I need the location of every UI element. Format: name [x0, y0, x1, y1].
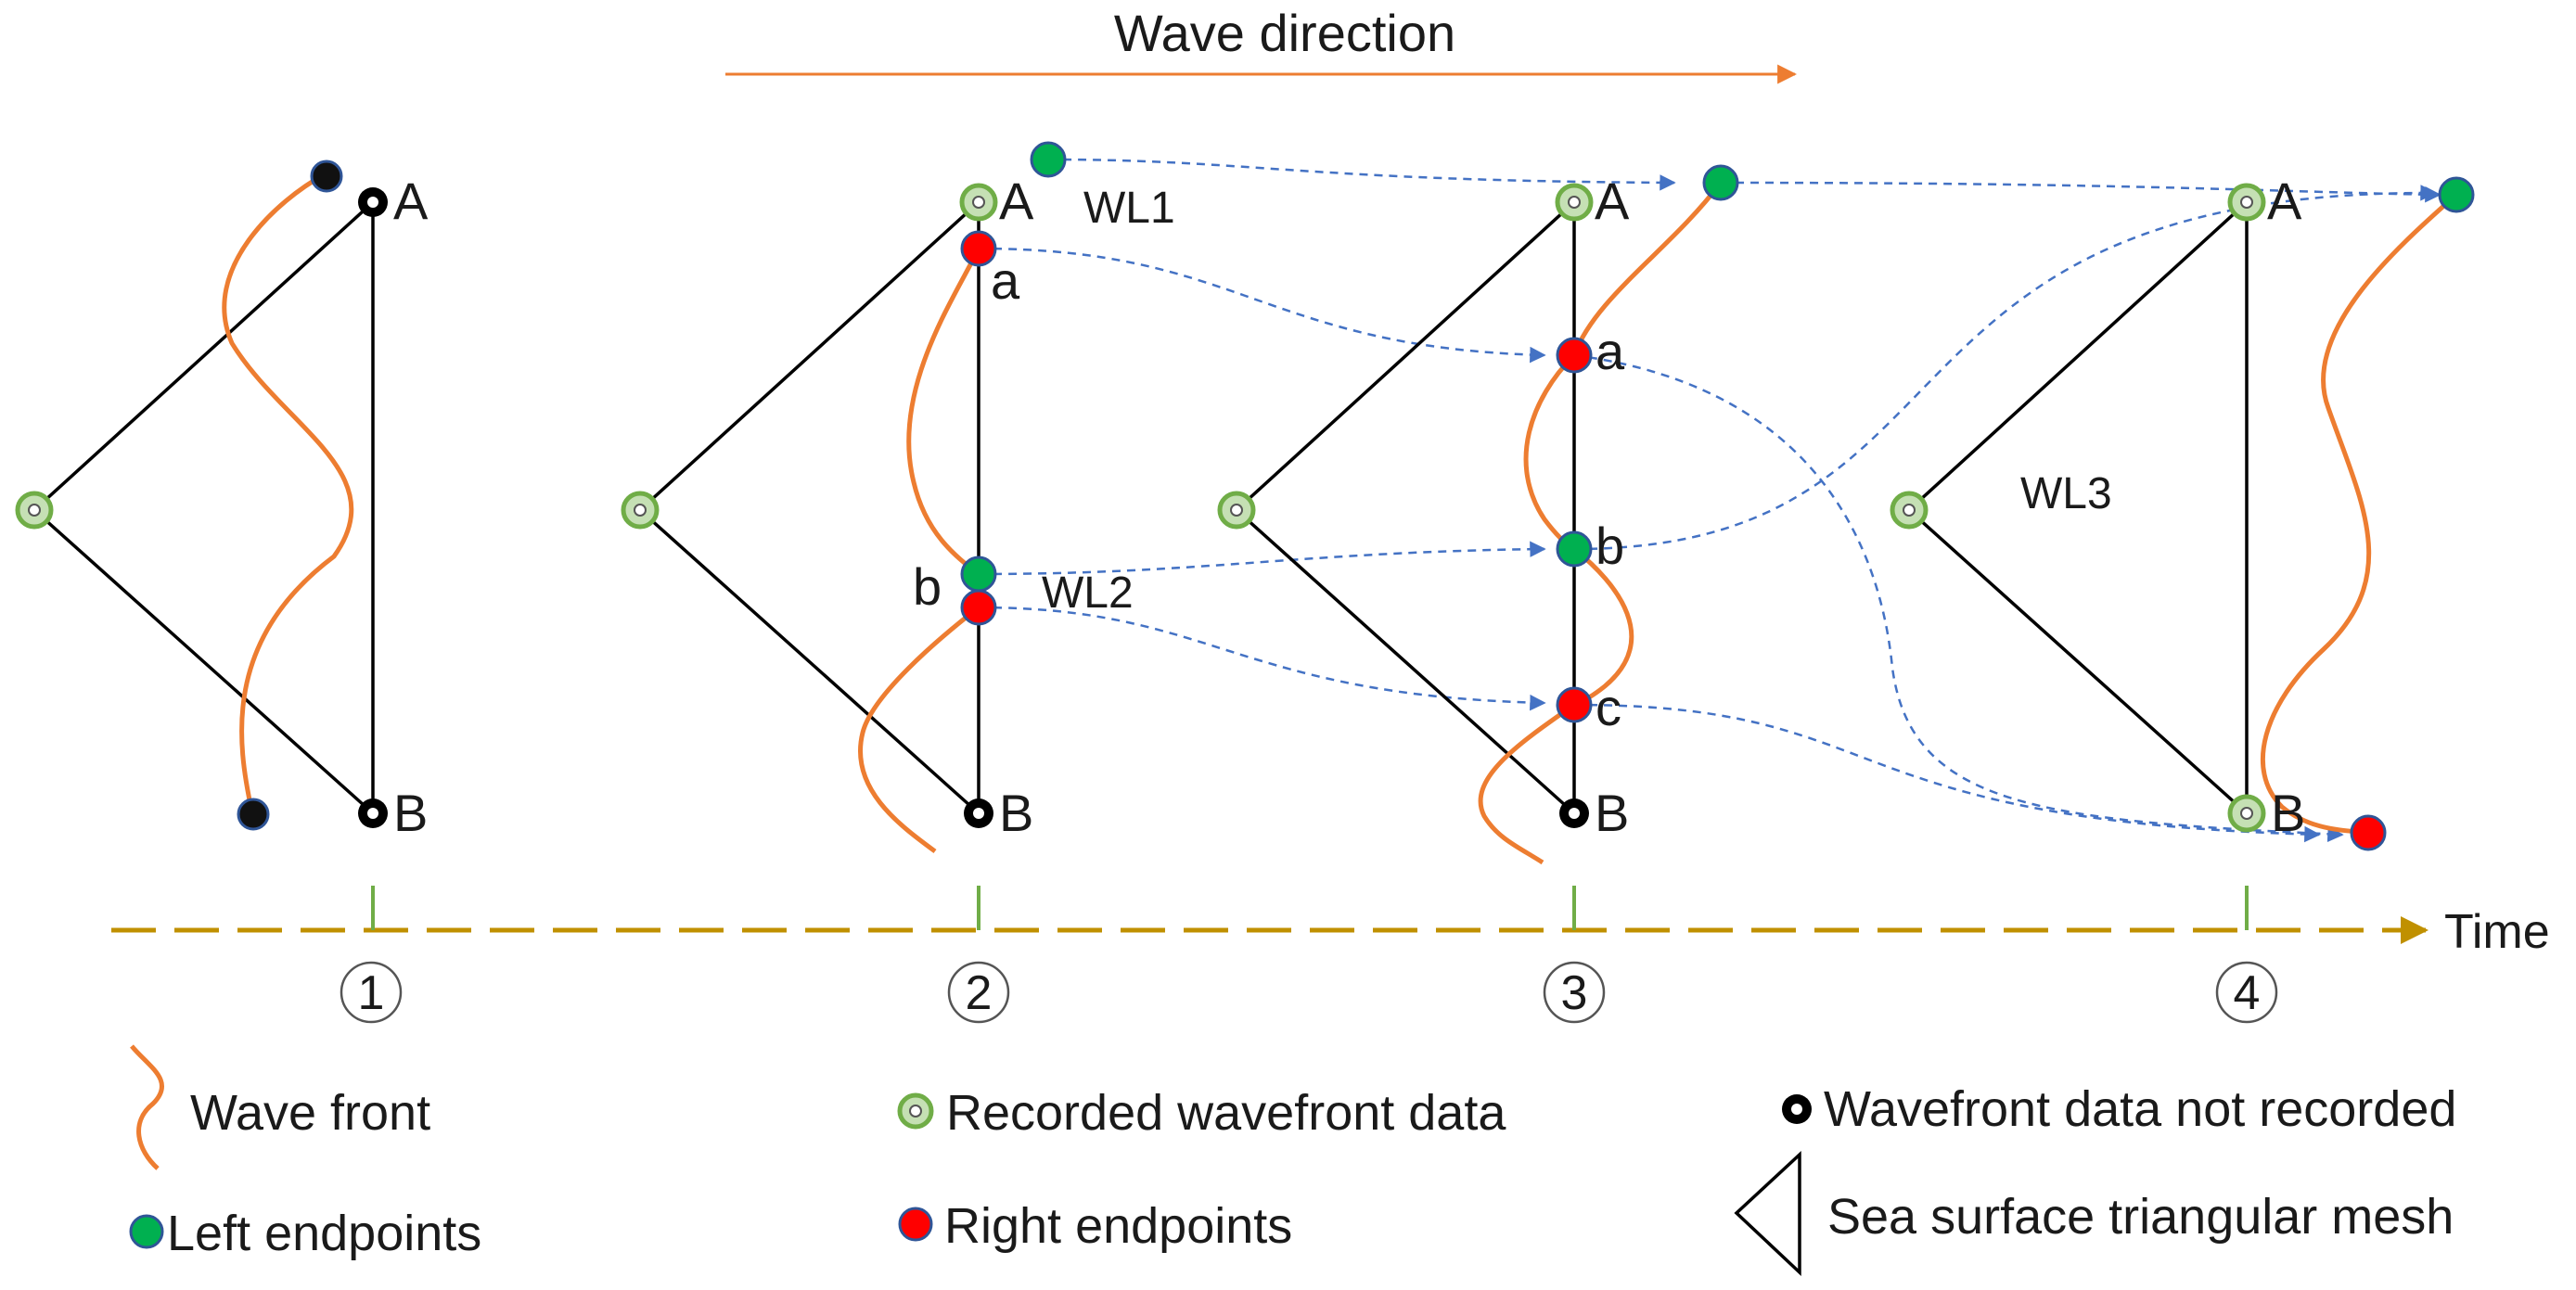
left-endpoint-wl1-3	[1702, 164, 1739, 201]
legend-item-recorded: Recorded wavefront data	[897, 1085, 1506, 1141]
vertex-b-label-2: B	[999, 784, 1033, 842]
recorded-vertex-left-2	[621, 491, 660, 530]
legend-item-left-endpoints: Left endpoints	[129, 1206, 481, 1261]
mesh-triangle-3	[1234, 198, 1576, 817]
recorded-vertex-left-1	[15, 491, 54, 530]
node-c-label-3: c	[1596, 678, 1621, 736]
legend-item-mesh: Sea surface triangular mesh	[1734, 1150, 2454, 1277]
mesh-triangle-4	[1906, 198, 2249, 817]
legend-not-recorded-label: Wavefront data not recorded	[1824, 1081, 2456, 1137]
wave-direction-indicator: Wave direction	[725, 4, 1798, 84]
legend-item-wave-front: Wave front	[130, 1044, 430, 1170]
legend-recorded-label: Recorded wavefront data	[946, 1085, 1506, 1141]
recorded-vertex-a-2	[959, 183, 998, 222]
mesh-triangle-1	[32, 198, 375, 817]
step-number-4: 4	[2234, 966, 2261, 1020]
wave-front-4	[2260, 193, 2458, 836]
step-3-panel: A B a b c	[1217, 164, 1739, 865]
step-marker-2: 2	[947, 961, 1010, 1024]
tracking-arrow-a-right	[978, 247, 1546, 364]
wave-front-1	[222, 172, 354, 814]
wave-front-2-lower	[858, 606, 980, 854]
step-number-2: 2	[966, 966, 993, 1020]
tracking-arrow-a3-right	[1573, 353, 2344, 843]
tracking-arrow-b3-left	[1573, 185, 2437, 551]
wave-front-2	[906, 247, 981, 576]
step-2-panel: A B a b WL1 WL2	[621, 141, 1175, 854]
not-recorded-legend-icon	[1782, 1094, 1812, 1124]
mesh-legend-icon	[1734, 1150, 1801, 1277]
right-endpoint-b-2	[960, 589, 997, 626]
legend-mesh-label: Sea surface triangular mesh	[1827, 1189, 2454, 1245]
step-number-1: 1	[358, 966, 385, 1020]
recorded-vertex-b-4	[2227, 794, 2266, 833]
wl3-label: WL3	[2020, 469, 2112, 518]
left-endpoint-wl3-4	[2438, 176, 2475, 213]
recorded-vertex-a-3	[1555, 183, 1594, 222]
vertex-b-label-4: B	[2271, 784, 2305, 842]
mesh-triangle-2	[637, 198, 980, 817]
tracking-arrow-b-right	[978, 606, 1546, 711]
step-marker-3: 3	[1543, 961, 1606, 1024]
right-endpoint-wl3-4	[2350, 814, 2387, 851]
tracking-arrow-wl1-continue	[1720, 181, 2441, 203]
recorded-vertex-left-3	[1217, 491, 1256, 530]
left-endpoint-b-3	[1556, 530, 1593, 568]
tracking-arrow-wl1-left	[1047, 158, 1676, 191]
left-endpoint-b-2	[960, 556, 997, 593]
node-a-label-2: a	[991, 251, 1020, 310]
legend-right-endpoints-label: Right endpoints	[944, 1198, 1292, 1254]
timeline: Time 1 2 3 4	[111, 886, 2550, 1024]
wave-endpoint-top-1	[310, 160, 343, 193]
time-axis-label: Time	[2444, 905, 2550, 959]
recorded-legend-icon	[897, 1092, 934, 1130]
left-endpoint-wl1-2	[1030, 141, 1067, 178]
legend: Wave front Left endpoints Recorded wavef…	[129, 1044, 2456, 1277]
vertex-b-label-3: B	[1595, 784, 1629, 842]
node-b-label-3: b	[1596, 517, 1624, 575]
wave-front-3-middle	[1523, 353, 1576, 552]
step-marker-4: 4	[2215, 961, 2278, 1024]
node-b-label-2: b	[913, 557, 942, 616]
tracking-arrow-c-right	[1573, 703, 2321, 843]
node-a-label-3: a	[1596, 322, 1625, 380]
vertex-b-label-1: B	[393, 784, 428, 842]
legend-item-right-endpoints: Right endpoints	[898, 1198, 1292, 1254]
right-endpoint-legend-icon	[898, 1207, 933, 1242]
step-1-panel: A B	[15, 160, 429, 842]
not-recorded-vertex-b-2	[964, 798, 993, 828]
right-endpoint-a-3	[1556, 337, 1593, 374]
vertex-a-label-3: A	[1595, 172, 1630, 230]
recorded-vertex-left-4	[1890, 491, 1929, 530]
recorded-vertex-a-4	[2227, 183, 2266, 222]
wl2-label: WL2	[1042, 568, 1134, 618]
tracking-arrows	[978, 158, 2441, 843]
not-recorded-vertex-b-1	[358, 798, 388, 828]
wave-front-3-upper	[1571, 181, 1723, 356]
wave-direction-label: Wave direction	[1114, 4, 1455, 62]
legend-item-not-recorded: Wavefront data not recorded	[1782, 1081, 2456, 1137]
not-recorded-vertex-b-3	[1559, 798, 1589, 828]
vertex-a-label-1: A	[393, 172, 429, 230]
vertex-a-label-2: A	[999, 172, 1034, 230]
left-endpoint-legend-icon	[129, 1214, 164, 1249]
wave-front-legend-icon	[130, 1044, 164, 1170]
legend-left-endpoints-label: Left endpoints	[167, 1206, 481, 1261]
right-endpoint-c-3	[1556, 686, 1593, 723]
step-4-panel: A B WL3	[1890, 172, 2475, 851]
step-marker-1: 1	[340, 961, 403, 1024]
vertex-a-label-4: A	[2267, 172, 2302, 230]
wave-endpoint-bottom-1	[237, 798, 270, 831]
wl1-label: WL1	[1083, 184, 1175, 233]
wave-front-3-tail	[1478, 702, 1576, 865]
step-number-3: 3	[1561, 966, 1588, 1020]
right-endpoint-a-2	[960, 230, 997, 267]
not-recorded-vertex-a-1	[358, 187, 388, 217]
legend-wave-front-label: Wave front	[190, 1085, 430, 1141]
